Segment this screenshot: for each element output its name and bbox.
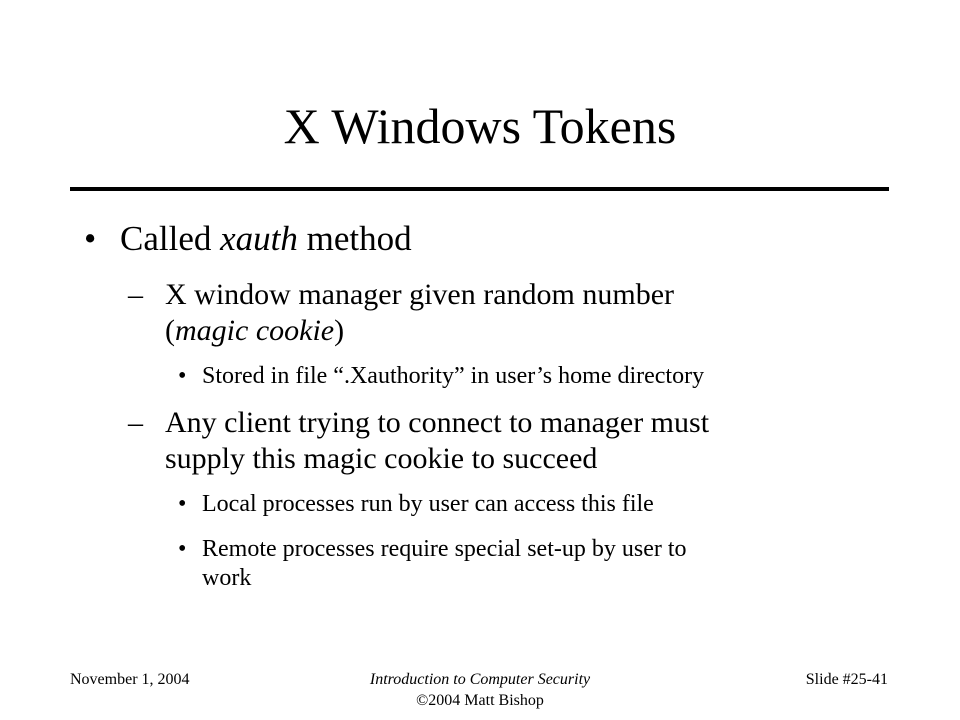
- bullet-text-part: method: [297, 219, 412, 258]
- dash-marker: –: [128, 406, 143, 439]
- footer-slide-number: Slide #25-41: [805, 671, 888, 688]
- subbullet-line: X window manager given random number: [165, 278, 675, 311]
- footer-copyright: ©2004 Matt Bishop: [416, 692, 544, 709]
- subbullet-line: (magic cookie): [165, 313, 674, 349]
- subsubbullet-text: Local processes run by user can access t…: [202, 491, 654, 517]
- subsubbullet-remote-processes: • Remote processes require special set-u…: [178, 535, 687, 593]
- slide-title: X Windows Tokens: [283, 98, 677, 154]
- bullet-emphasis: xauth: [220, 219, 298, 258]
- bullet-called-xauth: • Called xauth method: [84, 219, 412, 259]
- bullet-text-part: (: [165, 314, 175, 347]
- bullet-emphasis: magic cookie: [175, 314, 335, 347]
- dash-marker: –: [128, 278, 143, 311]
- subbullet-line: Any client trying to connect to manager …: [165, 406, 710, 439]
- subsubbullet-text: Stored in file “.Xauthority” in user’s h…: [202, 363, 705, 389]
- subbullet-any-client: – Any client trying to connect to manage…: [128, 405, 709, 477]
- footer-date: November 1, 2004: [70, 671, 190, 688]
- subsubbullet-local-processes: • Local processes run by user can access…: [178, 490, 654, 519]
- subsubbullet-line: work: [202, 565, 252, 591]
- subbullet-line: supply this magic cookie to succeed: [165, 442, 598, 475]
- bullet-text-part: Called: [120, 219, 221, 258]
- footer-center: Introduction to Computer Security ©2004 …: [0, 669, 960, 711]
- subsubbullet-stored-file: • Stored in file “.Xauthority” in user’s…: [178, 362, 704, 391]
- footer-course: Introduction to Computer Security: [369, 671, 591, 688]
- title-divider: [70, 187, 889, 191]
- bullet-marker: •: [178, 536, 187, 562]
- bullet-marker: •: [178, 491, 187, 517]
- bullet-text-part: ): [334, 314, 345, 347]
- bullet-marker: •: [84, 219, 97, 258]
- subsubbullet-line: Remote processes require special set-up …: [202, 536, 687, 562]
- bullet-text: Called xauth method: [120, 219, 412, 259]
- bullet-marker: •: [178, 363, 187, 389]
- subbullet-random-number: – X window manager given random number (…: [128, 277, 674, 349]
